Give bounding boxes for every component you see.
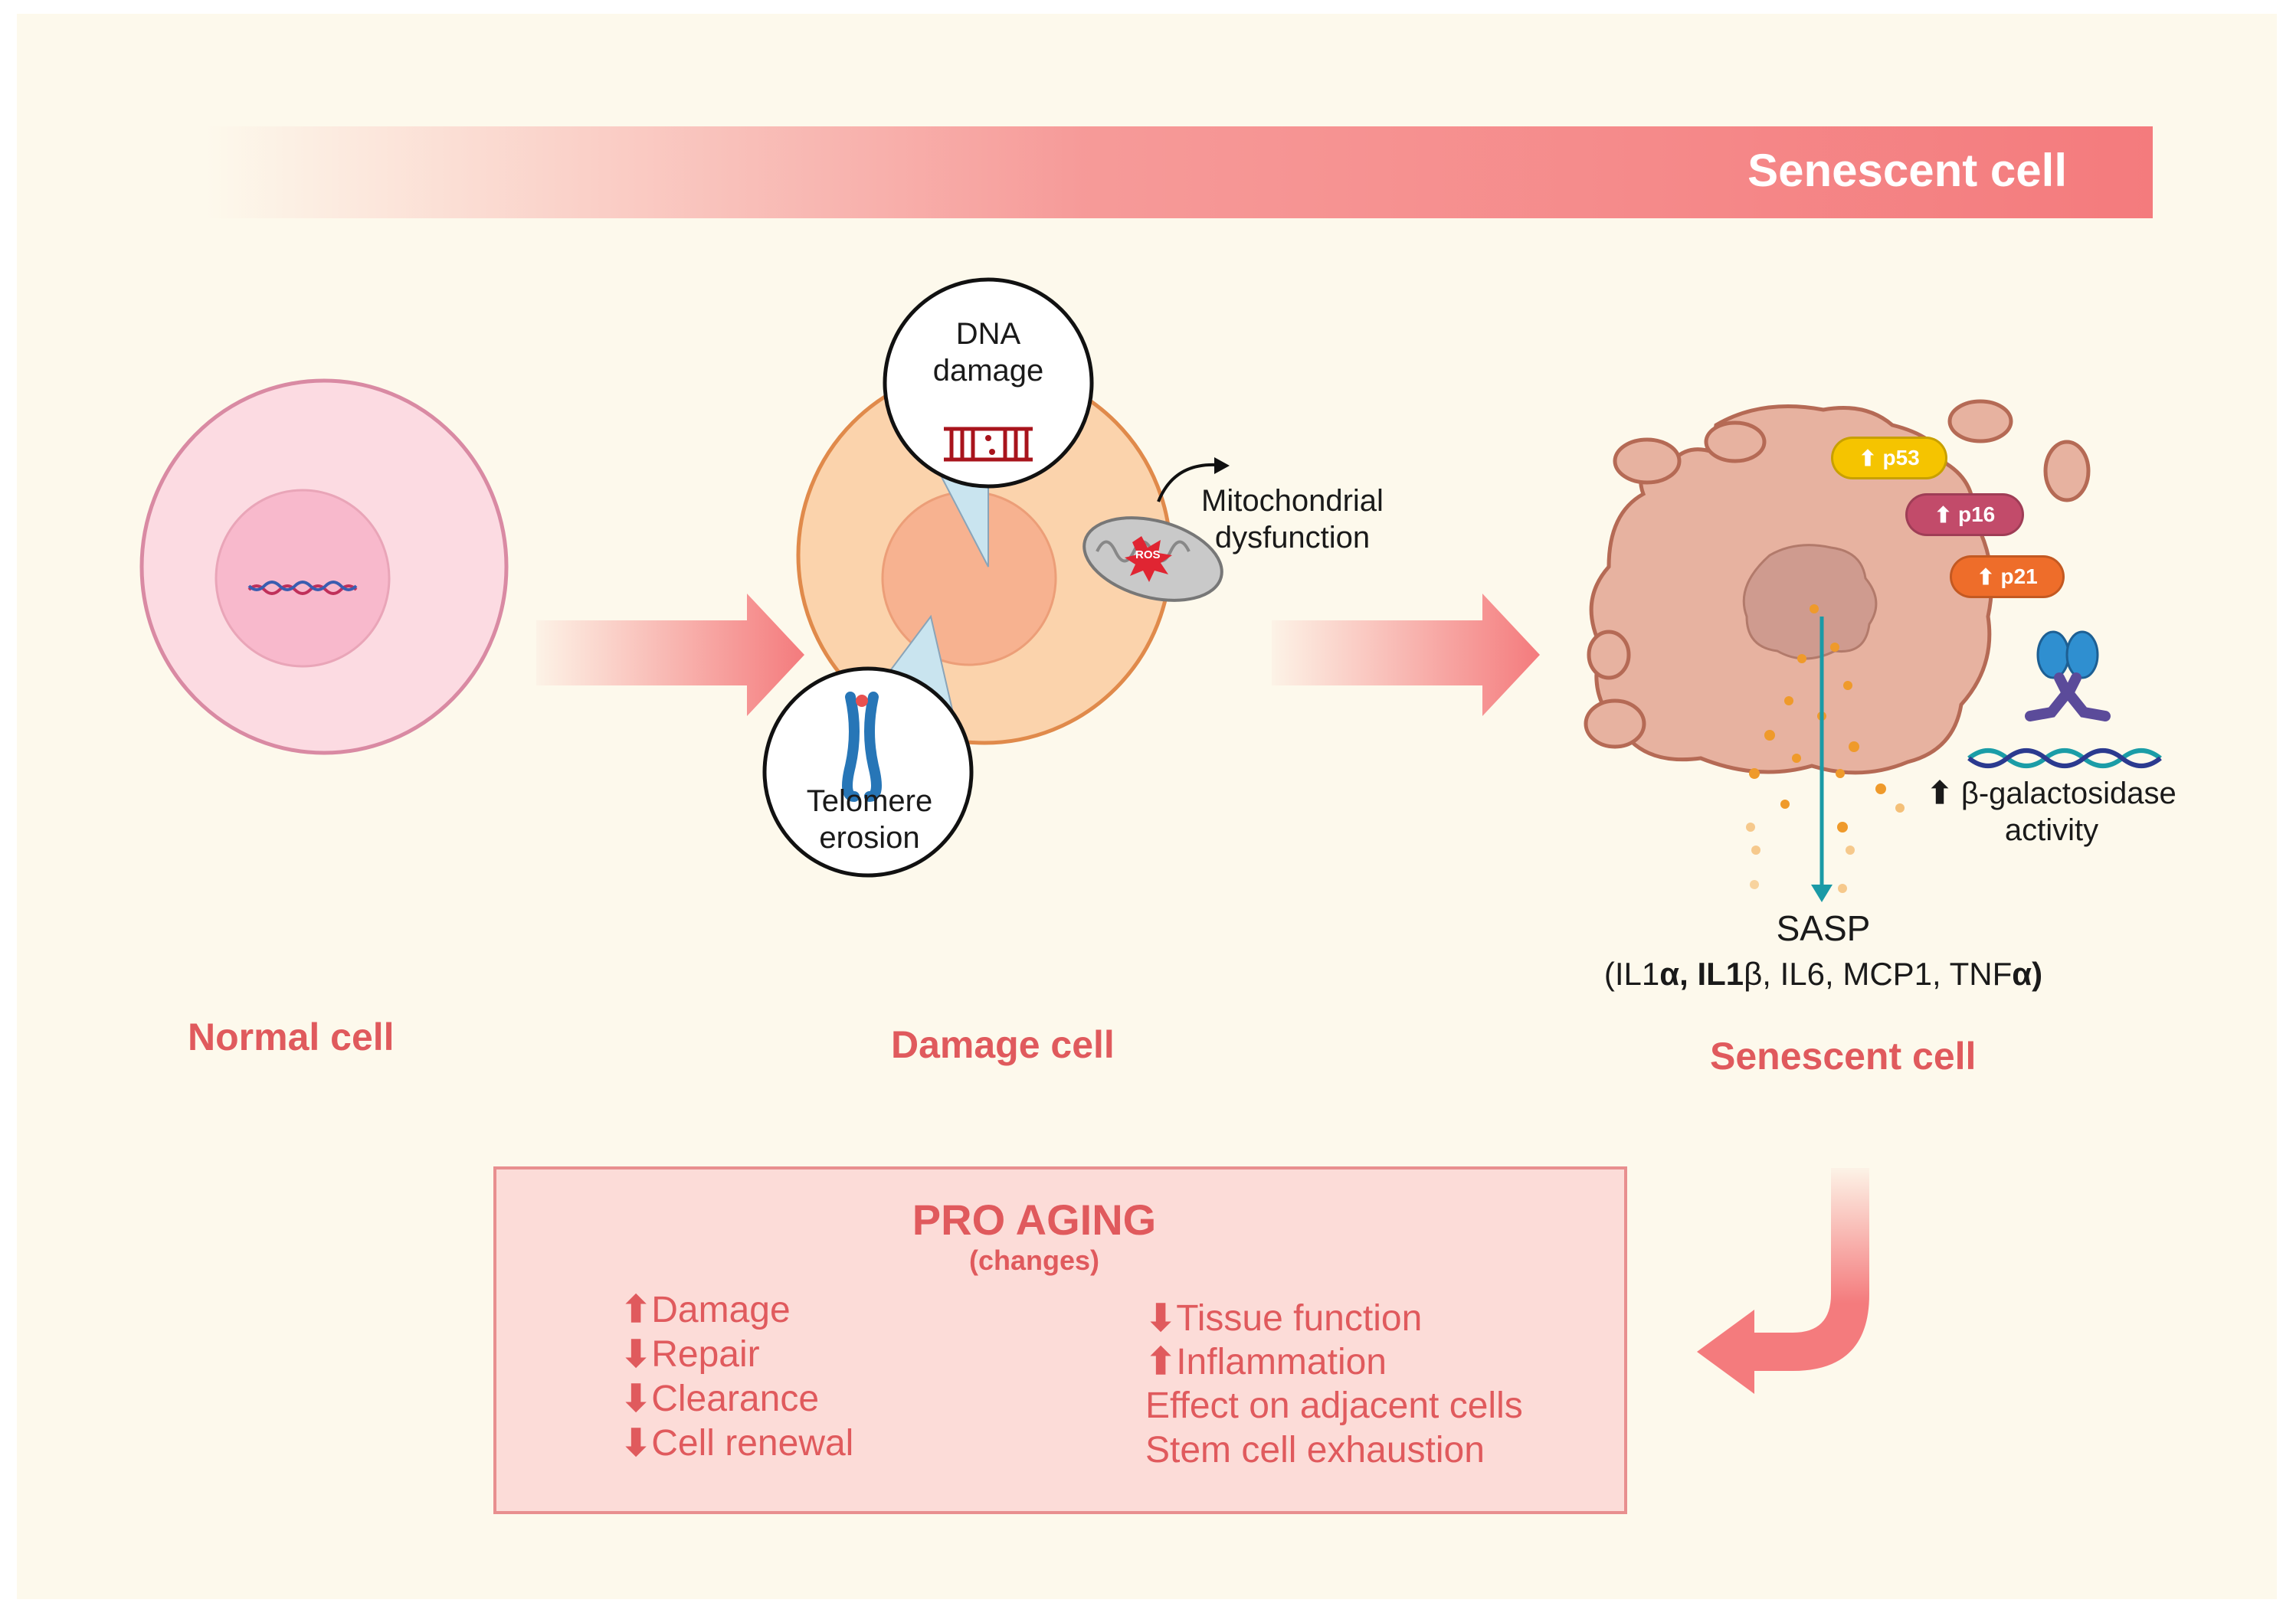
arrow-icon: ⬆ — [1145, 1342, 1177, 1382]
sasp-tnfa: α) — [2012, 956, 2043, 992]
dna-damage-callout — [883, 277, 1094, 568]
sasp-arrow — [1811, 617, 1833, 902]
p53-marker: ⬆ p53 — [1831, 437, 1947, 479]
dna-damage-line2: damage — [932, 354, 1044, 388]
enzyme-icon — [1967, 630, 2162, 768]
item-text: Stem cell exhaustion — [1145, 1430, 1485, 1470]
item-text: Repair — [651, 1334, 760, 1375]
normal-cell-label: Normal cell — [188, 1016, 395, 1058]
mito-line1: Mitochondrial — [1201, 484, 1384, 518]
senescence-banner — [205, 126, 2153, 218]
damage-cell-label: Damage cell — [891, 1023, 1115, 1066]
item-text: Clearance — [651, 1379, 820, 1419]
p53-up-arrow: ⬆ — [1859, 446, 1877, 470]
telomere-line2: erosion — [819, 821, 920, 855]
beta-gal-line2: activity — [2004, 813, 2099, 847]
pro-aging-title: PRO AGING — [912, 1196, 1157, 1244]
senescent-cell — [1584, 399, 2091, 775]
pro-aging-left-1: ⬇Repair — [621, 1333, 760, 1376]
banner-label: Senescent cell — [1747, 145, 2067, 196]
pro-aging-subtitle: (changes) — [968, 1245, 1100, 1276]
return-arrow — [1697, 1168, 1869, 1394]
pro-aging-left-0: ⬆Damage — [621, 1288, 791, 1331]
arrow-icon: ⬆ — [621, 1290, 652, 1330]
sasp-il1a: α, IL1 — [1659, 956, 1744, 992]
telomere-callout — [762, 614, 974, 878]
item-text: Damage — [651, 1290, 791, 1330]
normal-cell — [139, 378, 509, 755]
transition-arrow-2 — [1272, 594, 1540, 716]
dna-ladder-icon — [944, 427, 1033, 462]
pro-aging-right-0: ⬇Tissue function — [1145, 1297, 1422, 1340]
telomere-line1: Telomere — [806, 784, 933, 818]
pro-aging-left-2: ⬇Clearance — [621, 1377, 819, 1420]
arrow-icon: ⬇ — [621, 1423, 652, 1464]
sasp-particles — [1746, 604, 1905, 893]
dna-strand-icon — [247, 584, 358, 595]
sasp-open: (IL1 — [1603, 956, 1660, 992]
pro-aging-right-2: Effect on adjacent cells — [1145, 1385, 1523, 1427]
item-text: Cell renewal — [651, 1423, 854, 1464]
pro-aging-left-3: ⬇Cell renewal — [621, 1421, 853, 1464]
dna-damage-label: DNA damage — [912, 316, 1065, 389]
pro-aging-right-3: Stem cell exhaustion — [1145, 1429, 1485, 1471]
chromosome-icon — [842, 692, 882, 802]
arrow-icon: ⬇ — [621, 1379, 652, 1419]
arrow-icon: ⬇ — [621, 1334, 652, 1375]
senescent-cell-label: Senescent cell — [1710, 1035, 1977, 1078]
item-text: Inflammation — [1176, 1342, 1387, 1382]
p16-text: p16 — [1958, 502, 1996, 526]
transition-arrow-1 — [536, 594, 804, 716]
beta-gal-line1: β-galactosidase — [1960, 777, 2176, 810]
p21-marker: ⬆ p21 — [1950, 555, 2065, 598]
beta-gal-up-arrow: ⬆ — [1927, 777, 1953, 810]
sasp-title: SASP — [1776, 908, 1871, 948]
arrow-icon: ⬇ — [1145, 1298, 1177, 1339]
mitochondria-icon — [1082, 457, 1230, 602]
ros-badge: ROS — [1135, 548, 1161, 561]
pro-aging-right-1: ⬆Inflammation — [1145, 1340, 1387, 1383]
item-text: Tissue function — [1176, 1298, 1423, 1339]
p21-text: p21 — [2000, 564, 2038, 588]
sasp-cytokines: (IL1α, IL1β, IL6, MCP1, TNFα) — [1574, 956, 2072, 993]
p21-up-arrow: ⬆ — [1977, 564, 1995, 589]
p53-text: p53 — [1882, 446, 1920, 469]
mito-pointer-arrow — [1157, 463, 1217, 502]
p16-up-arrow: ⬆ — [1934, 502, 1953, 527]
beta-gal-label: ⬆ β-galactosidase activity — [1914, 775, 2190, 849]
dna-damage-line1: DNA — [955, 317, 1021, 351]
p16-marker: ⬆ p16 — [1905, 493, 2024, 536]
sasp-rest: β, IL6, MCP1, TNF — [1744, 956, 2013, 992]
mitochondrial-dysfunction-label: Mitochondrial dysfunction — [1189, 483, 1396, 556]
mito-line2: dysfunction — [1214, 521, 1371, 554]
pro-aging-box — [493, 1166, 1627, 1514]
item-text: Effect on adjacent cells — [1145, 1385, 1523, 1426]
telomere-erosion-label: Telomere erosion — [789, 783, 950, 856]
